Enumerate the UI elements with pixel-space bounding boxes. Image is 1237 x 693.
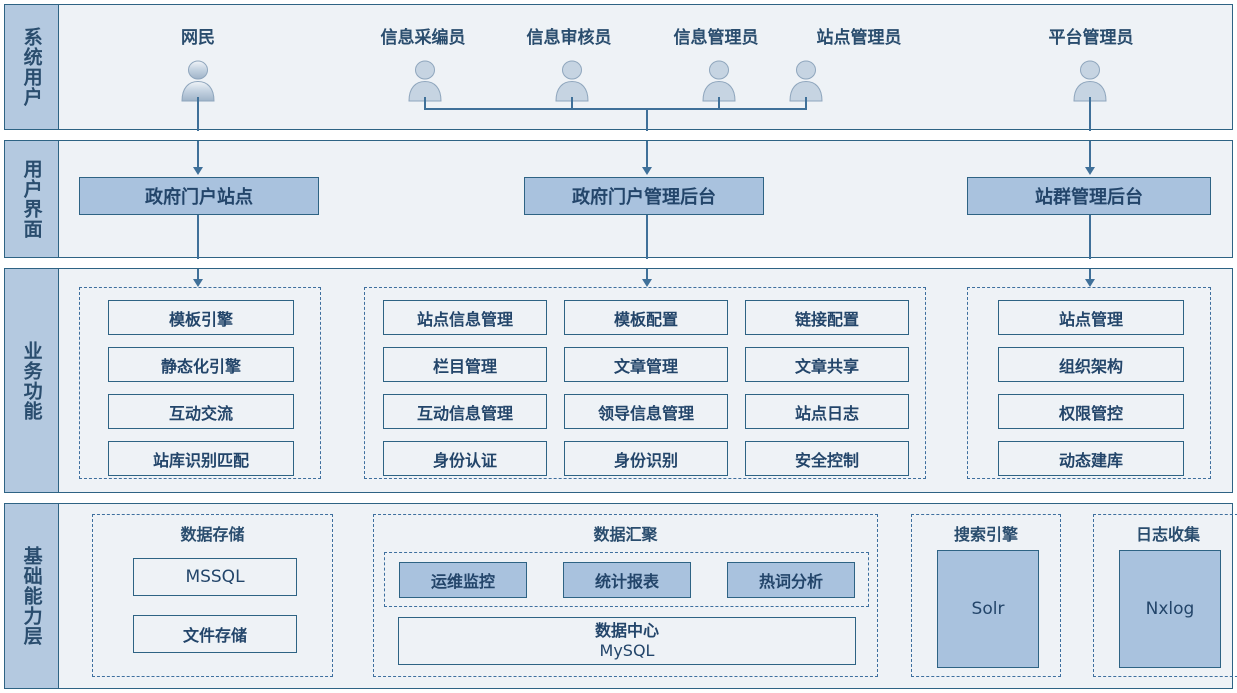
arrow-biz-backend-in (642, 279, 652, 287)
band-label-infrastructure: 基础能力层 (5, 504, 59, 688)
connector-portal-down (197, 215, 199, 259)
band-body-system-users: 网民 信息采编员 信息审核员 信息管理员 站点管理员 平台管理员 (59, 5, 1232, 131)
group-log-collection: 日志收集 Nxlog (1093, 514, 1237, 677)
band-label-business-functions: 业务功能 (5, 269, 59, 492)
person-icon-platform-admin (1067, 57, 1113, 103)
cell-data-center-line1: 数据中心 (594, 621, 659, 640)
connector-portal-admin-down (646, 215, 648, 259)
cell-interaction[interactable]: 互动交流 (108, 394, 294, 429)
ui-box-portal-admin[interactable]: 政府门户管理后台 (524, 177, 764, 215)
band-label-text: 基础能力层 (20, 546, 43, 646)
band-label-user-interface: 用户界面 (5, 141, 59, 257)
connector-into-portal (197, 141, 199, 169)
arrow-into-cluster-admin (1085, 167, 1095, 175)
connector-site-admin-down (805, 97, 807, 109)
cell-file-storage[interactable]: 文件存储 (133, 615, 297, 653)
cell-ops-monitoring[interactable]: 运维监控 (399, 562, 527, 598)
cell-template-engine[interactable]: 模板引擎 (108, 300, 294, 335)
arrow-biz-cluster-in (1085, 279, 1095, 287)
cell-security-control[interactable]: 安全控制 (745, 441, 909, 476)
cell-mssql[interactable]: MSSQL (133, 558, 297, 596)
band-infrastructure: 基础能力层 数据存储 MSSQL 文件存储 数据汇聚 运维监控 统计报表 热词分… (4, 503, 1237, 689)
cell-identity-auth[interactable]: 身份认证 (383, 441, 547, 476)
cell-data-center-line2: MySQL (599, 641, 655, 660)
connector-info-admin-down (718, 97, 720, 109)
user-label-netizen: 网民 (181, 28, 215, 48)
user-label-platform-admin: 平台管理员 (1048, 28, 1134, 48)
cell-link-config[interactable]: 链接配置 (745, 300, 909, 335)
person-icon-netizen (175, 57, 221, 103)
person-icon-info-admin (696, 57, 742, 103)
cell-interaction-info-mgmt[interactable]: 互动信息管理 (383, 394, 547, 429)
arrow-into-portal-admin (642, 167, 652, 175)
user-label-reviewer: 信息审核员 (526, 28, 612, 48)
cell-org-structure[interactable]: 组织架构 (998, 347, 1184, 382)
ui-box-cluster-admin[interactable]: 站群管理后台 (967, 177, 1211, 215)
cell-article-mgmt[interactable]: 文章管理 (564, 347, 728, 382)
connector-into-cluster-admin (1089, 141, 1091, 169)
cell-site-info-mgmt[interactable]: 站点信息管理 (383, 300, 547, 335)
band-label-system-users: 系统用户 (5, 5, 59, 129)
connector-biz-backend-in (646, 269, 648, 281)
cell-statistics-report[interactable]: 统计报表 (563, 562, 691, 598)
connector-admin-bus-down (646, 108, 648, 131)
person-icon-reviewer (549, 57, 595, 103)
cell-identity-recognition[interactable]: 身份识别 (564, 441, 728, 476)
group-portal-functions: 模板引擎 静态化引擎 互动交流 站库识别匹配 (79, 287, 321, 479)
connector-into-portal-admin (646, 141, 648, 169)
cell-leader-info-mgmt[interactable]: 领导信息管理 (564, 394, 728, 429)
band-label-text: 用户界面 (20, 159, 43, 239)
person-icon-site-admin (783, 57, 829, 103)
connector-biz-cluster-in (1089, 269, 1091, 281)
connector-platform-admin-down (1089, 97, 1091, 131)
person-icon-editor (402, 57, 448, 103)
connector-biz-portal-in (197, 269, 199, 281)
band-body-business-functions: 模板引擎 静态化引擎 互动交流 站库识别匹配 站点信息管理 栏目管理 互动信息管… (59, 269, 1232, 492)
group-title-log-collection: 日志收集 (1135, 525, 1200, 544)
group-cluster-functions: 站点管理 组织架构 权限管控 动态建库 (967, 287, 1211, 479)
group-aggregation-tools: 运维监控 统计报表 热词分析 (384, 552, 869, 607)
band-label-text: 系统用户 (20, 27, 43, 107)
cell-permission-control[interactable]: 权限管控 (998, 394, 1184, 429)
group-title-data-aggregation: 数据汇聚 (593, 525, 658, 544)
cell-hotword-analysis[interactable]: 热词分析 (727, 562, 855, 598)
cell-site-library-match[interactable]: 站库识别匹配 (108, 441, 294, 476)
cell-site-log[interactable]: 站点日志 (745, 394, 909, 429)
connector-cluster-admin-down (1089, 215, 1091, 259)
cell-static-engine[interactable]: 静态化引擎 (108, 347, 294, 382)
group-data-aggregation: 数据汇聚 运维监控 统计报表 热词分析 数据中心 MySQL (373, 514, 878, 677)
cell-solr[interactable]: Solr (937, 550, 1039, 668)
band-label-text: 业务功能 (20, 340, 43, 421)
connector-admin-bus (424, 108, 807, 110)
cell-dynamic-db-build[interactable]: 动态建库 (998, 441, 1184, 476)
band-business-functions: 业务功能 模板引擎 静态化引擎 互动交流 站库识别匹配 站点信息管理 栏目管理 … (4, 268, 1233, 493)
cell-data-center[interactable]: 数据中心 MySQL (398, 617, 856, 665)
connector-reviewer-down (571, 97, 573, 109)
band-system-users: 系统用户 网民 信息采编员 信息审核员 信息管理员 站点管理员 平台管理员 (4, 4, 1233, 131)
group-title-data-storage: 数据存储 (180, 525, 245, 544)
group-title-search-engine: 搜索引擎 (953, 525, 1018, 544)
band-body-user-interface: 政府门户站点 政府门户管理后台 站群管理后台 (59, 141, 1232, 259)
user-label-editor: 信息采编员 (380, 28, 466, 48)
group-data-storage: 数据存储 MSSQL 文件存储 (92, 514, 333, 677)
cell-nxlog[interactable]: Nxlog (1119, 550, 1221, 668)
cell-site-mgmt[interactable]: 站点管理 (998, 300, 1184, 335)
group-search-engine: 搜索引擎 Solr (911, 514, 1061, 677)
band-body-infrastructure: 数据存储 MSSQL 文件存储 数据汇聚 运维监控 统计报表 热词分析 数据中心… (59, 504, 1237, 688)
connector-editor-down (424, 97, 426, 109)
arrow-biz-portal-in (193, 279, 203, 287)
user-label-info-admin: 信息管理员 (673, 28, 759, 48)
ui-box-portal-site[interactable]: 政府门户站点 (79, 177, 319, 215)
arrow-into-portal (193, 167, 203, 175)
cell-template-config[interactable]: 模板配置 (564, 300, 728, 335)
cell-article-share[interactable]: 文章共享 (745, 347, 909, 382)
user-label-site-admin: 站点管理员 (816, 28, 902, 48)
band-user-interface: 用户界面 政府门户站点 政府门户管理后台 站群管理后台 (4, 140, 1233, 259)
cell-column-mgmt[interactable]: 栏目管理 (383, 347, 547, 382)
group-backend-functions: 站点信息管理 栏目管理 互动信息管理 身份认证 模板配置 文章管理 领导信息管理… (364, 287, 926, 479)
connector-netizen-down (197, 97, 199, 131)
